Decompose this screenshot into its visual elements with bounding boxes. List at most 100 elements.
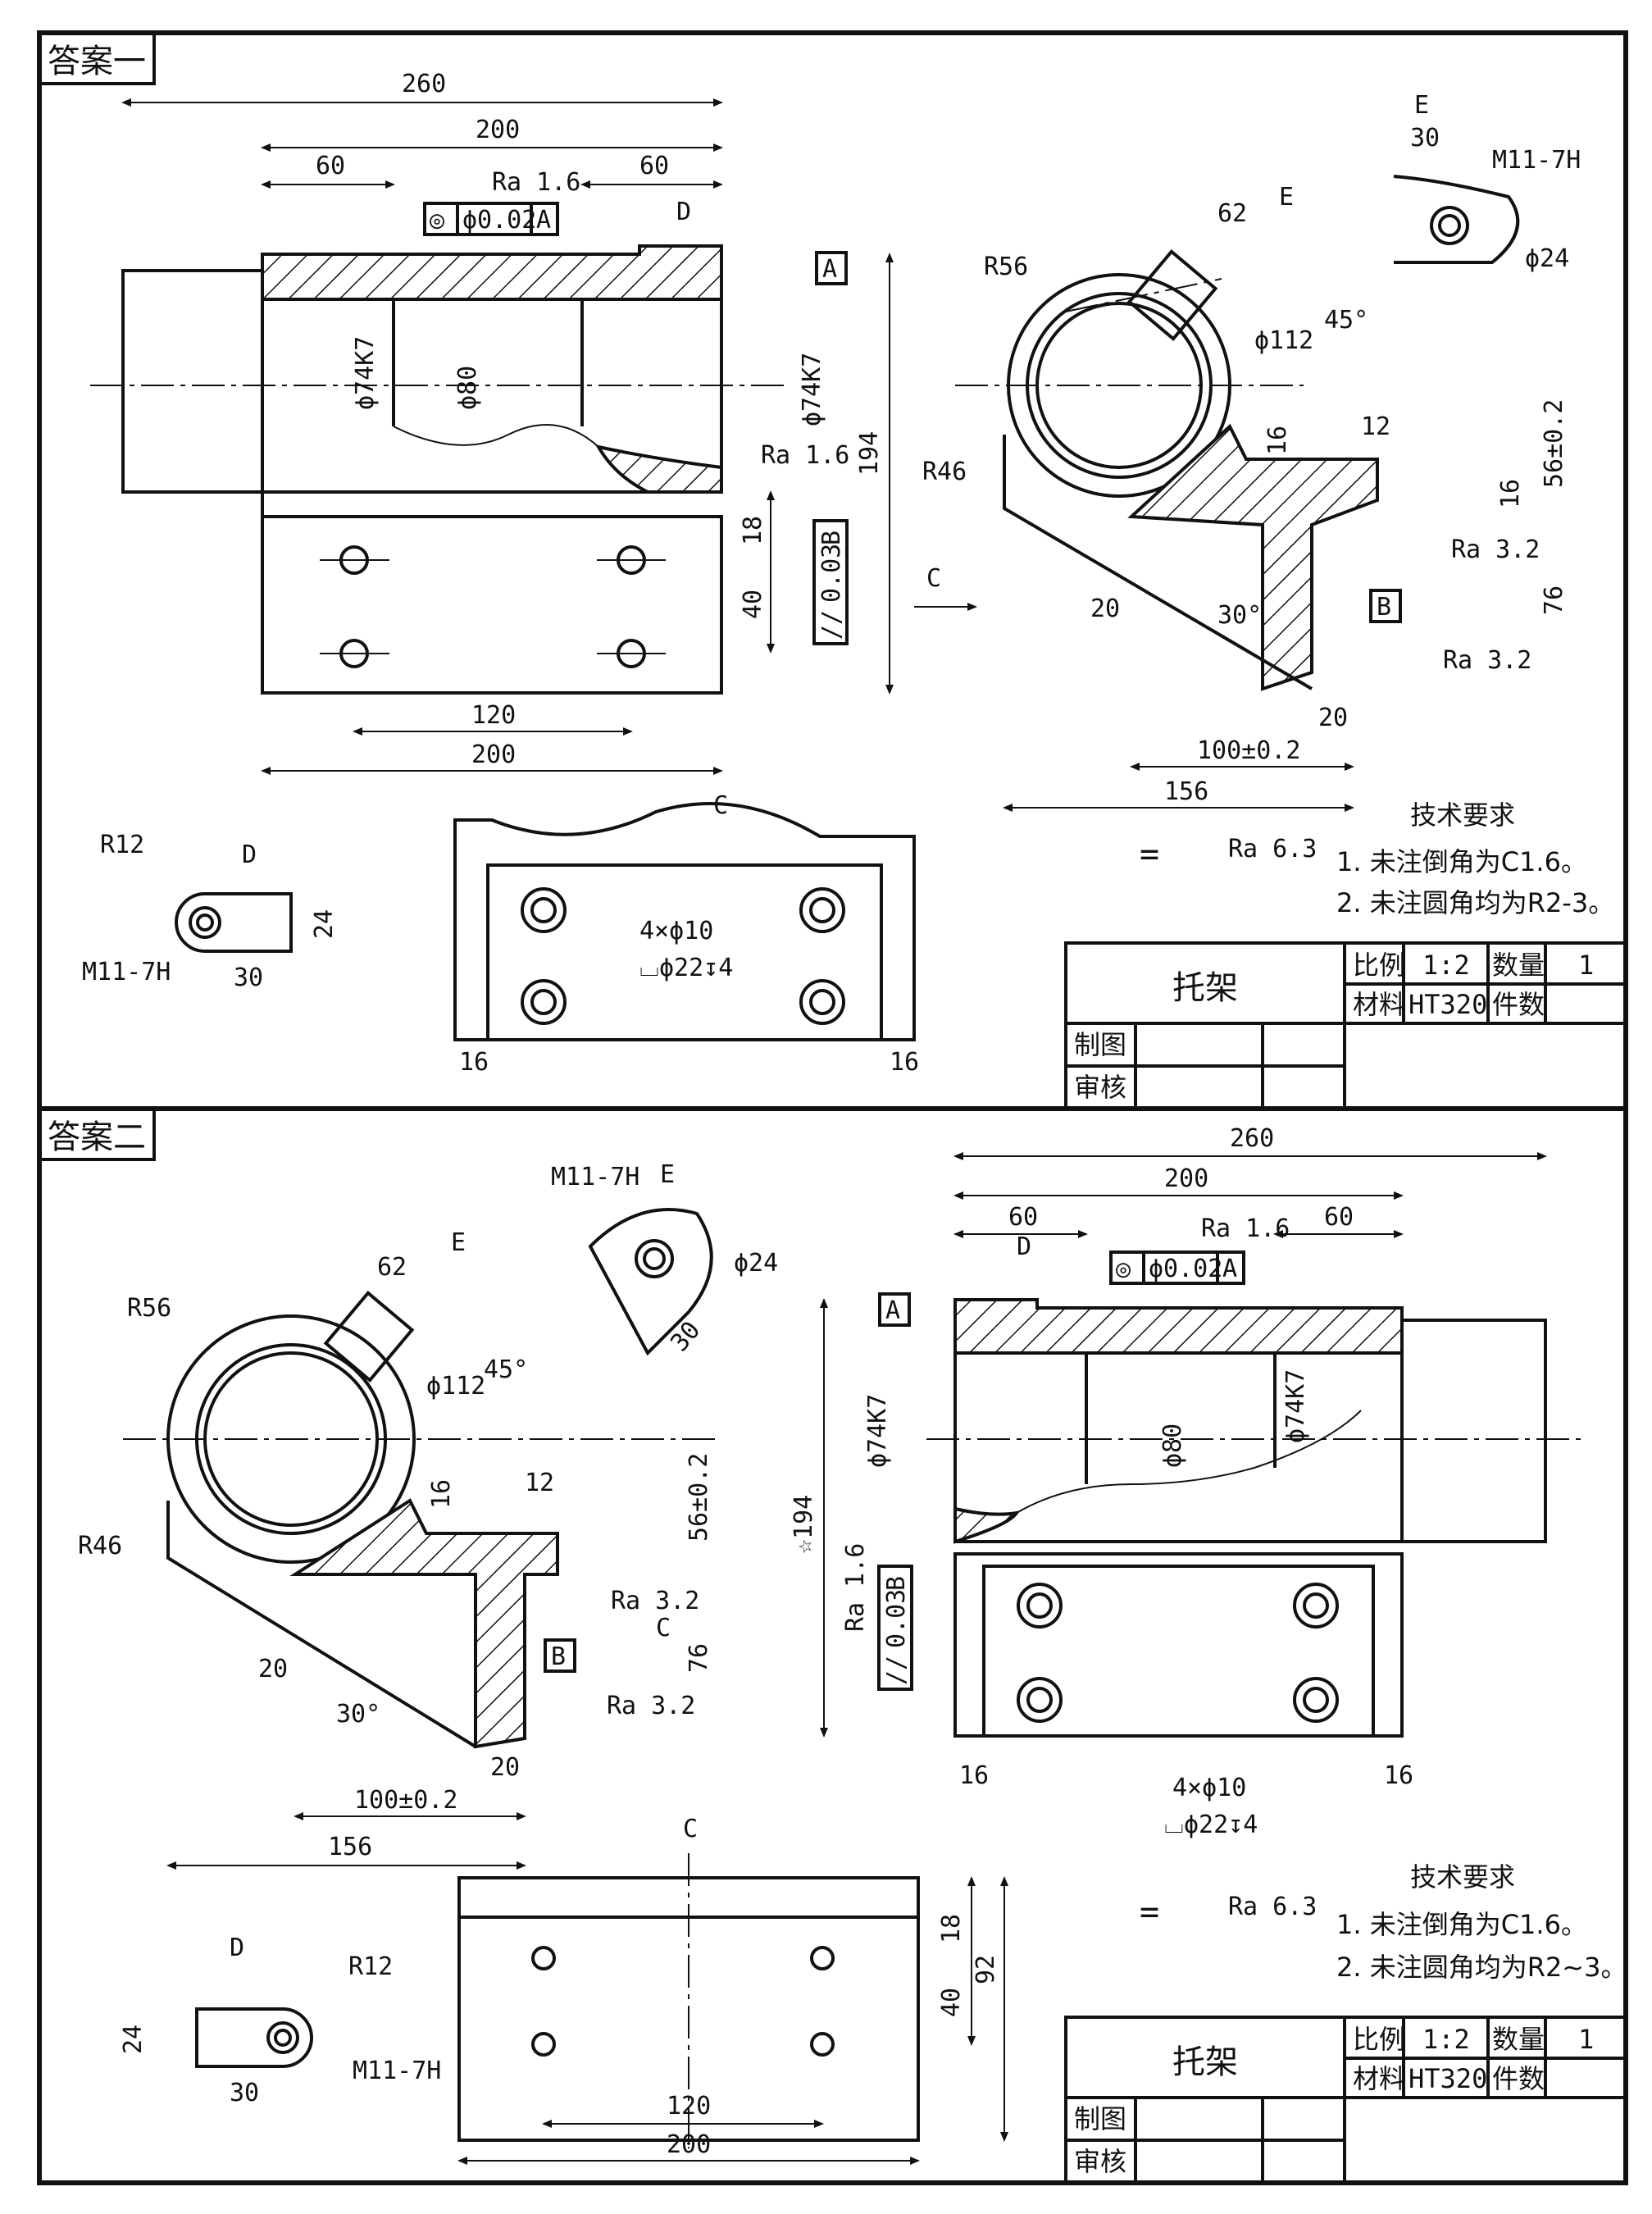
a2-ra32-b: Ra 3.2 — [607, 1692, 695, 1720]
a2-view-d: D R12 24 M11-7H 30 — [119, 1934, 441, 2107]
a2-r56: R56 — [127, 1294, 171, 1323]
a2-par-value: 0.03 — [882, 1589, 911, 1648]
a2-view-e-thread: M11-7H — [551, 1163, 639, 1191]
a2-view-e: M11-7H E ϕ24 30 — [551, 1160, 778, 1357]
a1-legend: = Ra 6.3 技术要求 1. 未注倒角为C1.6。 2. 未注圆角均为R2-… — [1140, 800, 1614, 918]
a2-req-item2: 2. 未注圆角均为R2~3。 — [1336, 1952, 1627, 1983]
a1-dim-16b: 16 — [1496, 479, 1525, 508]
a1-view-e-arrow: E — [1279, 183, 1294, 212]
a2-r46: R46 — [78, 1532, 122, 1560]
a2-dim-156: 156 — [328, 1833, 372, 1861]
a1-par-value: 0.03 — [817, 544, 846, 603]
a1-dim-120: 120 — [471, 701, 516, 730]
a2-view-e-30: 30 — [665, 1316, 706, 1357]
a2-dim-100: 100±0.2 — [354, 1786, 457, 1815]
a2-phi74-right: ϕ74K7 — [1281, 1369, 1310, 1443]
a2-tb-qty: 1 — [1578, 2024, 1594, 2055]
a2-view-c-40: 40 — [937, 1988, 966, 2017]
a1-dim-76: 76 — [1540, 585, 1568, 615]
a2-dim-200: 200 — [1164, 1164, 1208, 1193]
a1-tb-qty-label: 数量 — [1492, 950, 1545, 981]
a2-view-e-phi24: ϕ24 — [734, 1249, 778, 1278]
a2-phi74-left: ϕ74K7 — [863, 1394, 892, 1468]
a1-dim-16a: 16 — [1263, 426, 1292, 455]
a1-base-holes — [320, 545, 666, 668]
a1-coax-value: ϕ0.02 — [462, 206, 536, 235]
a2-tb-scale: 1:2 — [1422, 2024, 1470, 2055]
a2-ra16-top: Ra 1.6 — [1201, 1214, 1290, 1243]
a1-angle-45: 45° — [1324, 306, 1368, 335]
a1-ra32-b: Ra 3.2 — [1443, 646, 1531, 675]
a1-view-d-30: 30 — [234, 963, 263, 992]
a1-dim-156: 156 — [1164, 777, 1208, 806]
a1-datum-a: A — [822, 255, 837, 284]
a2-ra32-a: Ra 3.2 — [611, 1587, 699, 1615]
a1-phi112: ϕ112 — [1254, 326, 1313, 355]
a2-phi112: ϕ112 — [426, 1372, 485, 1401]
a2-view-d-label: D — [230, 1934, 244, 1962]
a2-tb-check: 审核 — [1074, 2146, 1126, 2177]
a1-dim-194: 194 — [855, 431, 884, 476]
a1-angle-30: 30° — [1217, 601, 1262, 630]
a2-legend-ra63: Ra 6.3 — [1228, 1893, 1317, 1921]
a2-par-ref: B — [882, 1576, 911, 1591]
answer-one: 答案一 — [38, 31, 1627, 1110]
answer-two: 答案二 R56 62 E ϕ112 45° R46 16 12 56±0.2 R… — [38, 1107, 1627, 2184]
a2-legend: = Ra 6.3 技术要求 1. 未注倒角为C1.6。 2. 未注圆角均为R2~… — [1140, 1861, 1627, 1983]
a2-front-view: 260 200 60 60 Ra 1.6 D ◎ ϕ0.02 A A ☆194 … — [790, 1124, 1582, 1839]
a2-view-c-92: 92 — [972, 1955, 1000, 1984]
a1-r56: R56 — [984, 253, 1028, 281]
answer-one-label: 答案一 — [48, 43, 146, 80]
a1-tb-name: 托架 — [1172, 969, 1238, 1007]
a2-tb-no-label: 件数 — [1492, 2063, 1545, 2094]
a1-dim-200-top: 200 — [476, 116, 520, 144]
a1-view-c-holes: 4×ϕ10 — [639, 917, 713, 945]
a1-tb-no-label: 件数 — [1492, 989, 1545, 1020]
a1-dim-40: 40 — [739, 590, 767, 619]
a1-dim-60-right: 60 — [639, 152, 669, 180]
a1-view-c-16-left: 16 — [459, 1048, 489, 1077]
a2-view-d-r12: R12 — [348, 1952, 393, 1981]
a2-view-d-30: 30 — [230, 2079, 259, 2107]
a2-dim-16-right: 16 — [1384, 1761, 1413, 1790]
a1-req-title: 技术要求 — [1410, 800, 1515, 831]
a2-side-view: R56 62 E ϕ112 45° R46 16 12 56±0.2 Ra 3.… — [78, 1228, 721, 1870]
a2-dim-60-right: 60 — [1324, 1203, 1354, 1232]
a1-view-e-thread: M11-7H — [1492, 146, 1581, 175]
a2-tb-scale-label: 比例 — [1353, 2024, 1405, 2055]
a2-datum-a: A — [885, 1296, 900, 1325]
a2-tb-mat: HT320 — [1409, 2063, 1487, 2094]
a1-view-d-label: D — [242, 840, 257, 869]
a2-coax-ref: A — [1222, 1255, 1237, 1283]
a1-legend-eq: = — [1140, 836, 1159, 873]
a2-tb-drawn: 制图 — [1074, 2103, 1126, 2134]
a2-view-c-arrow: C — [656, 1614, 671, 1642]
a1-dim-20-bottom: 20 — [1318, 704, 1348, 732]
a2-dim-260: 260 — [1230, 1124, 1274, 1153]
a1-dim-56: 56±0.2 — [1540, 399, 1568, 488]
a1-req-item2: 2. 未注圆角均为R2-3。 — [1336, 887, 1614, 918]
a2-view-c: C 18 40 92 120 200 — [457, 1815, 1008, 2165]
a2-dim-20-left: 20 — [258, 1655, 288, 1683]
a1-tb-drawn: 制图 — [1074, 1029, 1126, 1060]
a2-view-e-arrow: E — [451, 1228, 466, 1257]
a1-view-d-arrow: D — [676, 198, 691, 226]
a2-view-c-label: C — [683, 1815, 698, 1843]
a2-tb-mat-label: 材料 — [1353, 2063, 1405, 2094]
a1-dim-12: 12 — [1361, 412, 1390, 441]
a1-side-view: E R56 62 ϕ112 45° R46 16 12 56±0.2 16 Ra… — [922, 183, 1568, 812]
a1-req-item1: 1. 未注倒角为C1.6。 — [1336, 846, 1587, 877]
a1-par-ref: B — [817, 531, 846, 545]
a1-view-d-thread: M11-7H — [82, 958, 171, 986]
a1-dim-200-bottom: 200 — [471, 740, 516, 769]
a2-coax-value: ϕ0.02 — [1149, 1255, 1222, 1283]
a2-dim-20-bottom: 20 — [490, 1753, 520, 1782]
a1-par-symbol: // — [817, 610, 846, 640]
a2-title-block: 托架 比例 1:2 数量 1 材料 HT320 件数 制图 审核 — [1064, 2016, 1627, 2184]
a1-view-e-label: E — [1414, 91, 1429, 120]
a1-view-c-label: C — [713, 791, 728, 820]
a1-coax-ref: A — [536, 206, 551, 235]
a2-dim-62: 62 — [377, 1253, 407, 1282]
a1-view-c-16-right: 16 — [890, 1048, 919, 1077]
